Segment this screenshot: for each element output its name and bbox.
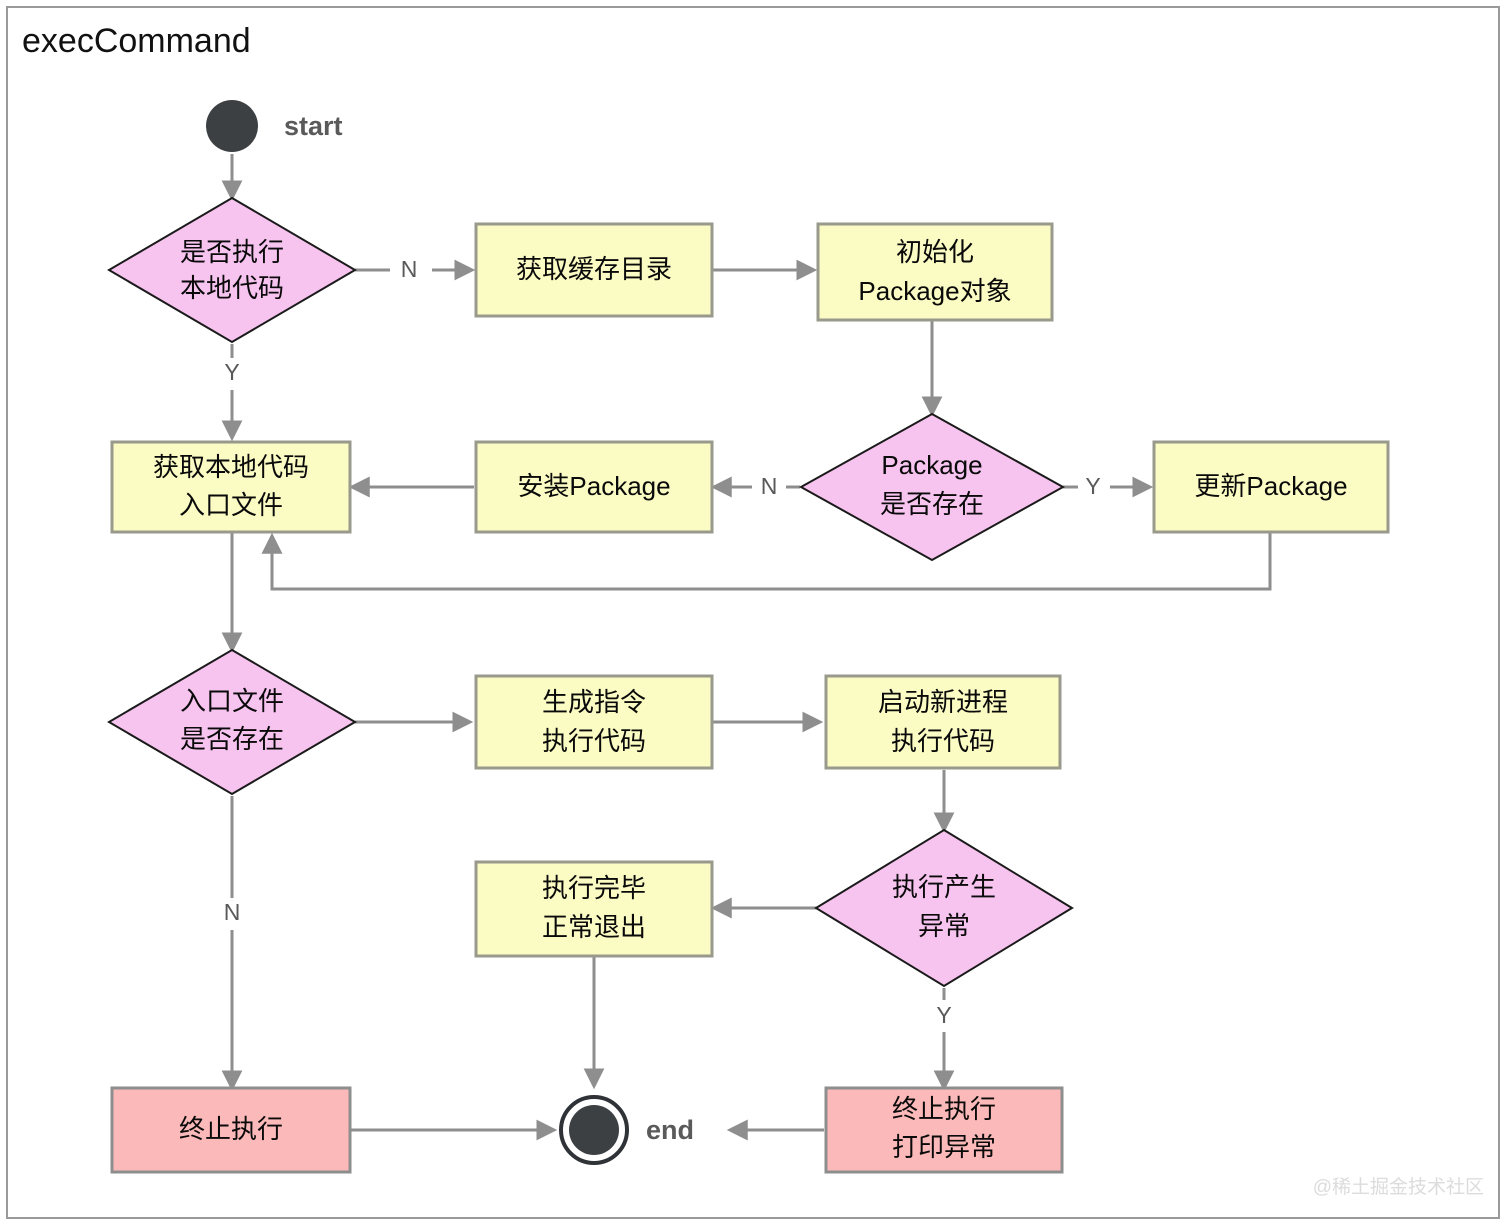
node-label-entry-exists-line2: 是否存在 bbox=[180, 724, 284, 754]
edge-label-error-y: Y bbox=[936, 1002, 951, 1028]
node-label-execution-error-line1: 执行产生 bbox=[892, 872, 996, 902]
node-decision-entry-exists[interactable]: 入口文件 是否存在 bbox=[107, 648, 357, 796]
edge-label-local-n: N bbox=[401, 256, 418, 282]
process-box-update-package bbox=[1152, 440, 1390, 534]
end-dot-icon bbox=[569, 1105, 619, 1155]
process-box-init-package bbox=[816, 222, 1054, 322]
node-process-get-cache-dir[interactable]: 获取缓存目录 bbox=[474, 222, 714, 318]
node-label-get-local-entry-line1: 获取本地代码 bbox=[153, 452, 309, 482]
node-terminate-abort-left[interactable]: 终止执行 bbox=[110, 1086, 352, 1174]
node-label-generate-command-line2: 执行代码 bbox=[542, 726, 646, 756]
node-label-get-cache-dir: 获取缓存目录 bbox=[516, 254, 672, 284]
edge-label-entry-n: N bbox=[224, 899, 241, 925]
node-label-get-local-entry-line2: 入口文件 bbox=[179, 490, 283, 520]
node-label-exit-normally-line2: 正常退出 bbox=[542, 912, 646, 942]
node-label-spawn-process-line2: 执行代码 bbox=[891, 726, 995, 756]
node-label-update-package: 更新Package bbox=[1194, 471, 1347, 501]
edge-layer: 获取缓存目录 --> N 更新Package --> Y 安装Package -… bbox=[221, 154, 1272, 1141]
terminate-box-abort-right bbox=[824, 1086, 1064, 1174]
decision-shape-package-exists bbox=[798, 412, 1066, 562]
node-label-generate-command-line1: 生成指令 bbox=[542, 687, 646, 717]
start-label: start bbox=[284, 111, 343, 141]
node-label-abort-right-line2: 打印异常 bbox=[892, 1132, 996, 1162]
edge-updatepkg-loopback-to-localentry bbox=[261, 532, 1272, 591]
diagram-frame bbox=[6, 6, 1500, 1219]
process-box-get-cache-dir bbox=[474, 222, 714, 318]
terminate-box-abort-left bbox=[110, 1086, 352, 1174]
node-label-package-exists-line1: Package bbox=[881, 450, 982, 480]
watermark: @稀土掘金技术社区 bbox=[1313, 1176, 1484, 1198]
page-title: execCommand bbox=[22, 22, 251, 60]
node-process-generate-command[interactable]: 生成指令 执行代码 bbox=[474, 674, 714, 770]
node-process-get-local-entry[interactable]: 获取本地代码 入口文件 bbox=[110, 440, 352, 534]
node-process-exit-normally[interactable]: 执行完毕 正常退出 bbox=[474, 860, 714, 958]
process-box-install-package bbox=[474, 440, 714, 534]
decision-shape-entry-exists bbox=[107, 648, 357, 796]
edge-label-pkg-n: N bbox=[761, 473, 778, 499]
process-box-exit-normally bbox=[474, 860, 714, 958]
node-label-abort-left: 终止执行 bbox=[179, 1114, 283, 1144]
node-label-entry-exists-line1: 入口文件 bbox=[180, 686, 284, 716]
node-decision-run-local-code[interactable]: 是否执行 本地代码 bbox=[107, 196, 357, 344]
node-label-run-local-code-line2: 本地代码 bbox=[180, 273, 284, 303]
node-process-init-package[interactable]: 初始化 Package对象 bbox=[816, 222, 1054, 322]
process-box-generate-command bbox=[474, 674, 714, 770]
start-dot-icon bbox=[206, 100, 258, 152]
node-label-init-package-line2: Package对象 bbox=[858, 276, 1011, 306]
decision-shape-execution-error bbox=[814, 828, 1074, 988]
node-terminate-abort-right[interactable]: 终止执行 打印异常 bbox=[824, 1086, 1064, 1174]
node-process-spawn-process[interactable]: 启动新进程 执行代码 bbox=[824, 674, 1062, 770]
node-label-spawn-process-line1: 启动新进程 bbox=[878, 687, 1008, 717]
node-process-update-package[interactable]: 更新Package bbox=[1152, 440, 1390, 534]
node-label-abort-right-line1: 终止执行 bbox=[892, 1094, 996, 1124]
process-box-get-local-entry bbox=[110, 440, 352, 534]
node-decision-package-exists[interactable]: Package 是否存在 bbox=[798, 412, 1066, 562]
node-label-run-local-code-line1: 是否执行 bbox=[180, 237, 284, 267]
node-label-package-exists-line2: 是否存在 bbox=[880, 489, 984, 519]
node-label-install-package: 安装Package bbox=[517, 471, 670, 501]
node-label-init-package-line1: 初始化 bbox=[896, 237, 974, 267]
decision-shape-run-local-code bbox=[107, 196, 357, 344]
edge-label-pkg-y: Y bbox=[1085, 473, 1100, 499]
node-process-install-package[interactable]: 安装Package bbox=[474, 440, 714, 534]
node-label-execution-error-line2: 异常 bbox=[918, 911, 970, 941]
node-label-exit-normally-line1: 执行完毕 bbox=[542, 873, 646, 903]
node-decision-execution-error[interactable]: 执行产生 异常 bbox=[814, 828, 1074, 988]
edge-label-local-y: Y bbox=[224, 359, 239, 385]
end-ring-icon bbox=[559, 1095, 629, 1165]
process-box-spawn-process bbox=[824, 674, 1062, 770]
node-end[interactable]: end bbox=[559, 1095, 694, 1165]
node-start[interactable]: start bbox=[206, 100, 343, 152]
end-label: end bbox=[646, 1115, 694, 1145]
